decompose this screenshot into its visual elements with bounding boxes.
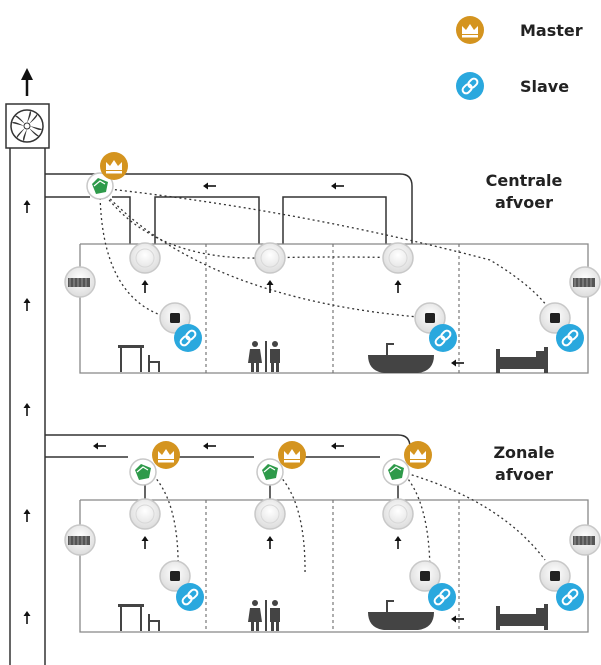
desk-chair-icon	[118, 604, 160, 631]
up-arrow-icon	[22, 199, 32, 214]
up-arrow-icon	[265, 279, 275, 294]
central-title-line2: afvoer	[495, 193, 553, 212]
grille-icon	[569, 266, 601, 298]
bathtub-icon	[368, 343, 434, 373]
zonal-exhaust-section: Zonale afvoer	[45, 434, 601, 633]
exhaust-valve-icon	[129, 242, 161, 274]
central-exhaust-section: Centrale afvoer	[45, 152, 601, 374]
central-duct	[45, 173, 413, 244]
bathtub-icon	[368, 600, 434, 630]
grille-icon	[64, 524, 96, 556]
flow-arrow-icon	[330, 181, 345, 191]
master-badge-icon	[278, 441, 306, 469]
up-arrow-icon	[265, 535, 275, 550]
legend-slave-label: Slave	[520, 77, 569, 96]
toilet-icon	[248, 341, 280, 372]
central-wireless-links	[99, 187, 556, 319]
slave-badge-icon	[175, 582, 205, 612]
slave-badge-icon	[428, 323, 458, 353]
zonal-room-dividers	[205, 500, 460, 632]
exhaust-valve-icon	[382, 498, 414, 530]
outlet-arrow-icon	[21, 68, 33, 96]
exhaust-valve-icon	[254, 242, 286, 274]
zonal-duct	[45, 434, 411, 500]
inflow-arrow-icon	[450, 358, 465, 368]
zonal-master-module-icon	[129, 458, 157, 486]
zonal-title-line1: Zonale	[493, 443, 554, 462]
exhaust-valve-icon	[129, 498, 161, 530]
central-room-outline	[79, 243, 589, 374]
zonal-room-outline	[79, 499, 589, 633]
exhaust-valve-icon	[382, 242, 414, 274]
zonal-master-module-icon	[256, 458, 284, 486]
flow-arrow-icon	[202, 181, 217, 191]
up-arrow-icon	[393, 279, 403, 294]
flow-arrow-icon	[92, 441, 107, 451]
master-badge-icon	[404, 441, 432, 469]
slave-legend-icon	[455, 71, 485, 101]
fan-icon	[10, 109, 44, 143]
legend: Master Slave	[455, 16, 583, 101]
slave-badge-icon	[427, 582, 457, 612]
up-arrow-icon	[393, 535, 403, 550]
zonal-wireless-links	[149, 471, 546, 576]
master-badge-icon	[100, 152, 128, 180]
up-arrow-icon	[22, 297, 32, 312]
up-arrow-icon	[22, 610, 32, 625]
zonal-title-line2: afvoer	[495, 465, 553, 484]
up-arrow-icon	[22, 402, 32, 417]
main-duct	[5, 68, 50, 665]
grille-icon	[64, 266, 96, 298]
up-arrow-icon	[140, 279, 150, 294]
exhaust-valve-icon	[254, 498, 286, 530]
legend-master-label: Master	[520, 21, 583, 40]
central-title-line1: Centrale	[486, 171, 563, 190]
flow-arrow-icon	[330, 441, 345, 451]
master-badge-icon	[152, 441, 180, 469]
slave-badge-icon	[555, 323, 585, 353]
flow-arrow-icon	[202, 441, 217, 451]
master-legend-icon	[456, 16, 484, 44]
bed-icon	[496, 347, 548, 373]
up-arrow-icon	[140, 535, 150, 550]
zonal-master-module-icon	[382, 458, 410, 486]
bed-icon	[496, 604, 548, 630]
inflow-arrow-icon	[450, 614, 465, 624]
slave-badge-icon	[173, 323, 203, 353]
toilet-icon	[248, 600, 280, 631]
up-arrow-icon	[22, 508, 32, 523]
desk-chair-icon	[118, 345, 160, 372]
grille-icon	[569, 524, 601, 556]
slave-badge-icon	[555, 582, 585, 612]
